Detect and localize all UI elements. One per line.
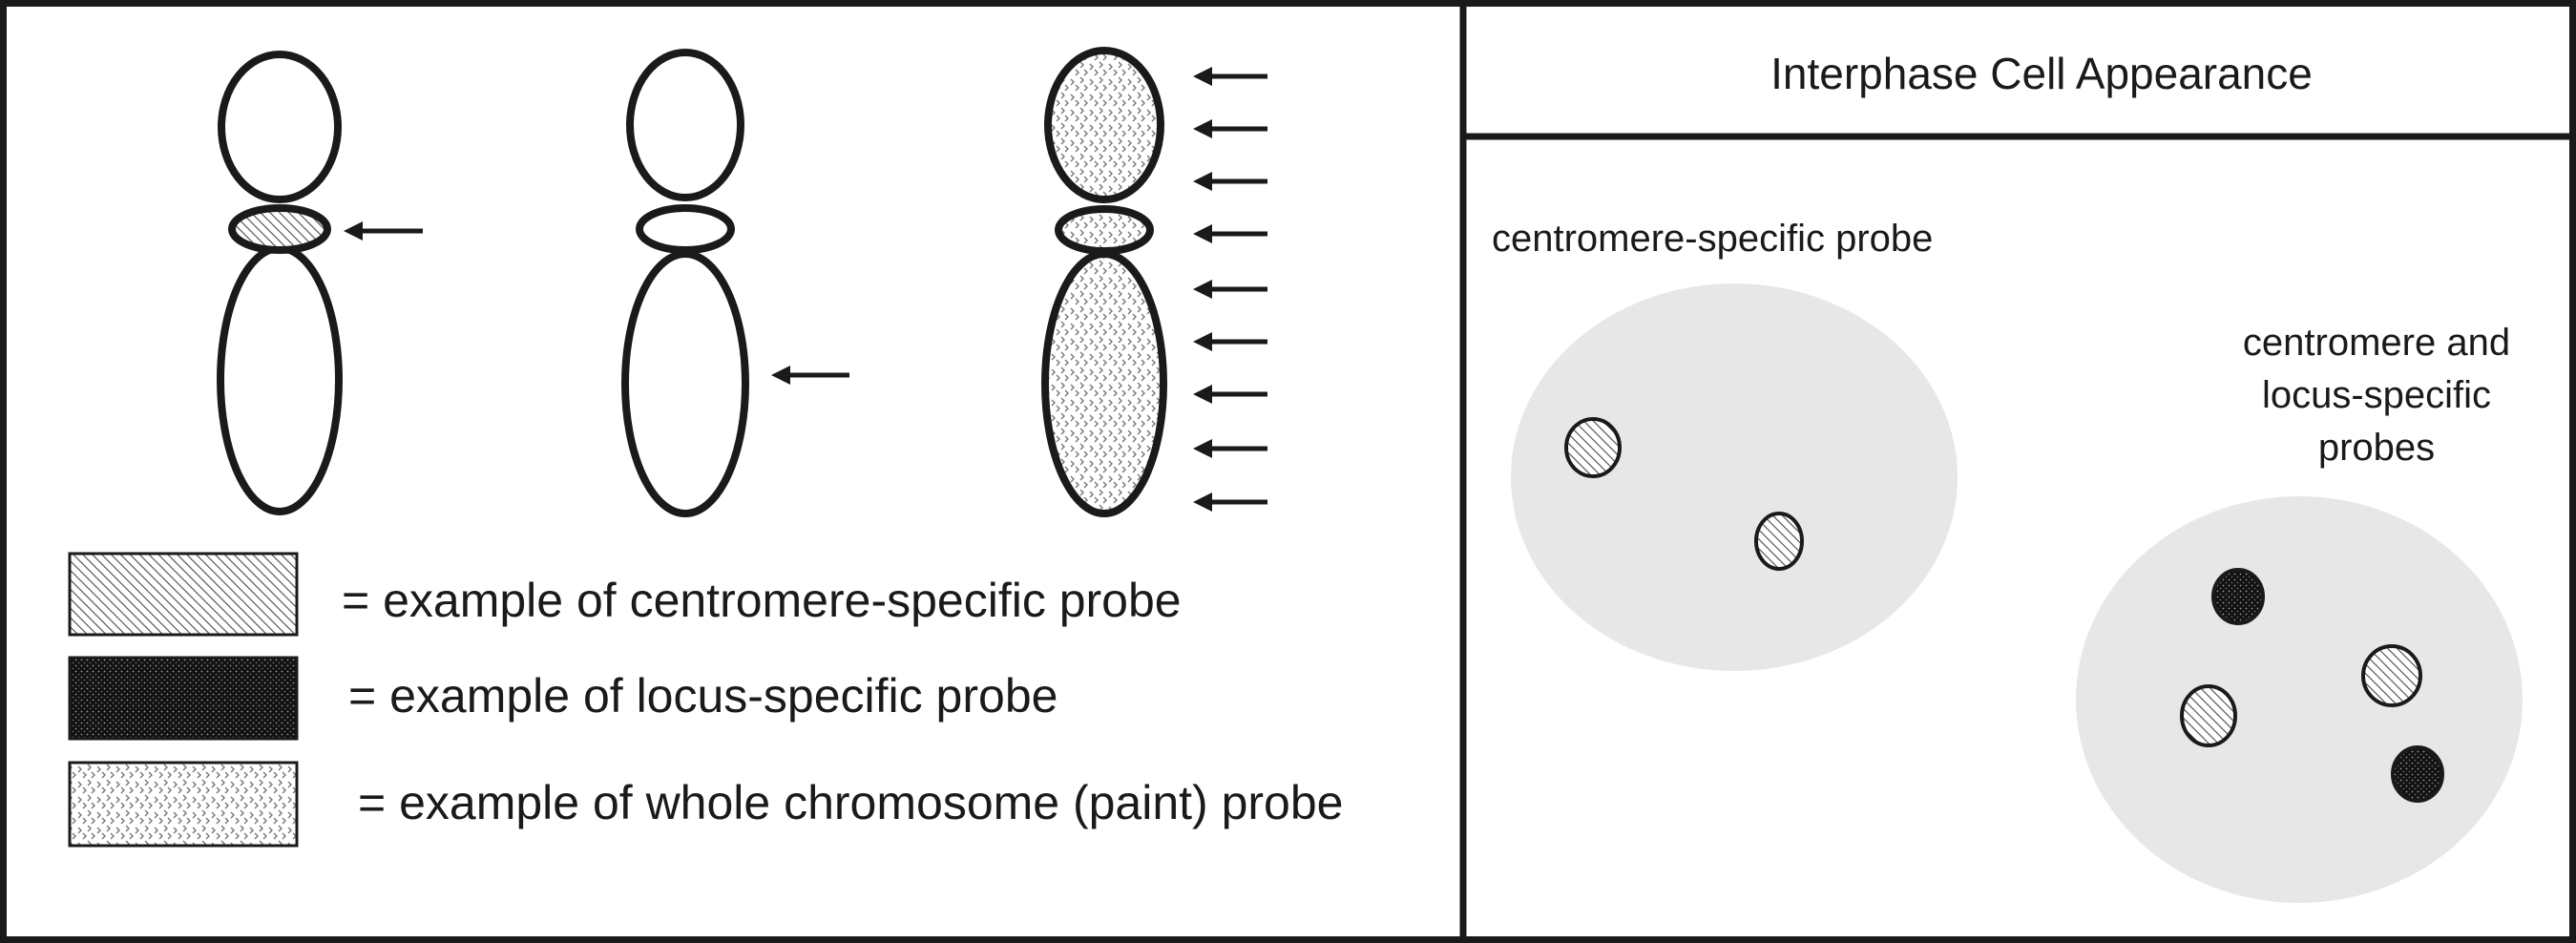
panel-title: Interphase Cell Appearance	[1770, 49, 2313, 98]
arrow-icon	[1193, 119, 1267, 138]
arrow-icon	[1193, 492, 1267, 512]
cell-label-combined: centromere and locus-specific probes	[2243, 322, 2510, 469]
arrow-icon	[1193, 332, 1267, 351]
interphase-cell-combined: centromere and locus-specific probes centr…	[2076, 322, 2523, 903]
centromere-signal-dot	[2361, 644, 2422, 707]
paint-arrows	[1193, 67, 1267, 512]
legend-swatch-centromere	[68, 552, 299, 637]
painted-long-arm	[1041, 250, 1167, 517]
arrow-icon	[1193, 224, 1267, 243]
chromosome-short-arm	[218, 51, 342, 203]
painted-short-arm	[1044, 47, 1164, 203]
chromosome-paint-probe	[1041, 47, 1267, 517]
centromere-signal-dot	[1564, 417, 1622, 478]
arrow-icon	[1193, 172, 1267, 191]
arrow-icon	[1193, 439, 1267, 458]
legend-swatch-locus	[68, 656, 299, 741]
cell-label-line-2: locus-specific	[2262, 374, 2491, 416]
cell-label-line-1: centromere and	[2243, 322, 2510, 364]
cell-nucleus	[2076, 496, 2523, 903]
arrow-icon	[771, 366, 849, 385]
legend-label-paint: = example of whole chromosome (paint) pr…	[358, 776, 1343, 829]
centromere-signal-dot	[1754, 512, 1804, 571]
legend-label-centromere: = example of centromere-specific probe	[342, 574, 1182, 627]
chromosome-locus-probe	[621, 49, 849, 517]
centromere-signal	[228, 204, 331, 254]
locus-signal-dot	[2211, 568, 2265, 625]
chromosome-long-arm	[217, 244, 343, 515]
chromosome-centromere	[636, 204, 735, 254]
chromosome-long-arm	[621, 250, 749, 517]
locus-signal-dot	[2391, 745, 2444, 803]
arrow-icon	[1193, 280, 1267, 299]
legend-swatch-paint	[68, 761, 299, 848]
chromosome-centromere-probe	[217, 51, 423, 515]
cell-label-centromere: centromere-specific probe	[1492, 218, 1933, 260]
arrow-icon	[1193, 67, 1267, 86]
centromere-signal-dot	[2180, 684, 2237, 747]
arrow-icon	[1193, 385, 1267, 404]
legend: = example of centromere-specific probe =…	[68, 552, 1343, 848]
chromosome-short-arm	[626, 49, 744, 201]
legend-label-locus: = example of locus-specific probe	[348, 669, 1058, 723]
interphase-cell-centromere: centromere-specific probe	[1492, 218, 1958, 671]
cell-label-line-3: probes	[2318, 427, 2435, 469]
painted-centromere	[1055, 205, 1154, 255]
cell-nucleus	[1511, 283, 1958, 671]
arrow-icon	[344, 221, 423, 241]
